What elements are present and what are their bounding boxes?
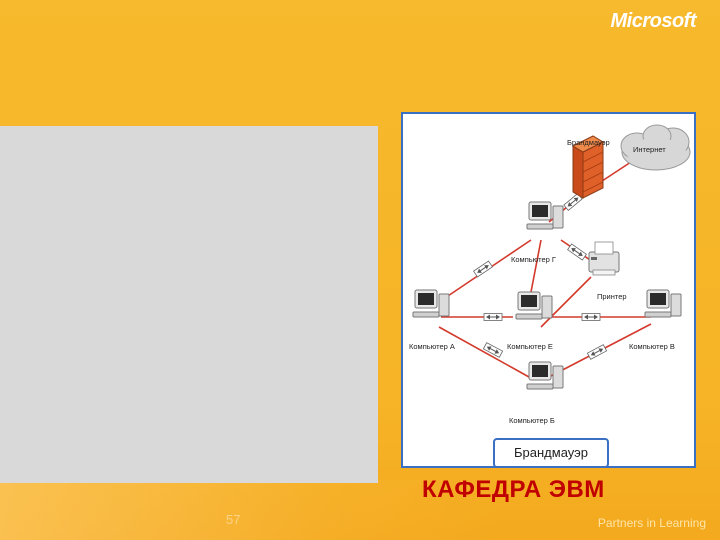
- computer-label-e: Компьютер Е: [507, 342, 553, 351]
- computer-icon: [526, 201, 564, 230]
- firewall-label: Брандмауэр: [567, 138, 610, 147]
- computer-label-b: Компьютер Б: [509, 416, 555, 425]
- firewall-icon: [571, 135, 605, 199]
- printer-label: Принтер: [597, 292, 627, 301]
- slide-title: КАФЕДРА ЭВМ: [422, 476, 605, 503]
- network-diagram-graphic: [401, 112, 696, 468]
- computer-icon: [644, 289, 682, 318]
- computer-label-g: Компьютер Г: [511, 255, 556, 264]
- network-diagram: Брандмауэр Интернет Компьютер Г Принтер …: [401, 112, 696, 468]
- computer-icon: [526, 361, 564, 390]
- page-number: 57: [226, 512, 241, 527]
- microsoft-logo: Microsoft: [610, 10, 697, 32]
- printer-icon: [588, 241, 620, 276]
- diagram-caption: Брандмауэр: [493, 438, 609, 468]
- footer-glow: [0, 480, 720, 540]
- computer-label-v: Компьютер В: [629, 342, 675, 351]
- footer-tagline: Partners in Learning: [597, 516, 706, 530]
- computer-icon: [515, 291, 553, 320]
- bidirectional-arrow-icon: [581, 313, 601, 321]
- internet-label: Интернет: [633, 145, 666, 154]
- computer-icon: [412, 289, 450, 318]
- cloud-icon: [620, 124, 691, 171]
- computer-label-a: Компьютер А: [409, 342, 455, 351]
- content-placeholder-panel: [0, 126, 378, 483]
- bidirectional-arrow-icon: [483, 313, 503, 321]
